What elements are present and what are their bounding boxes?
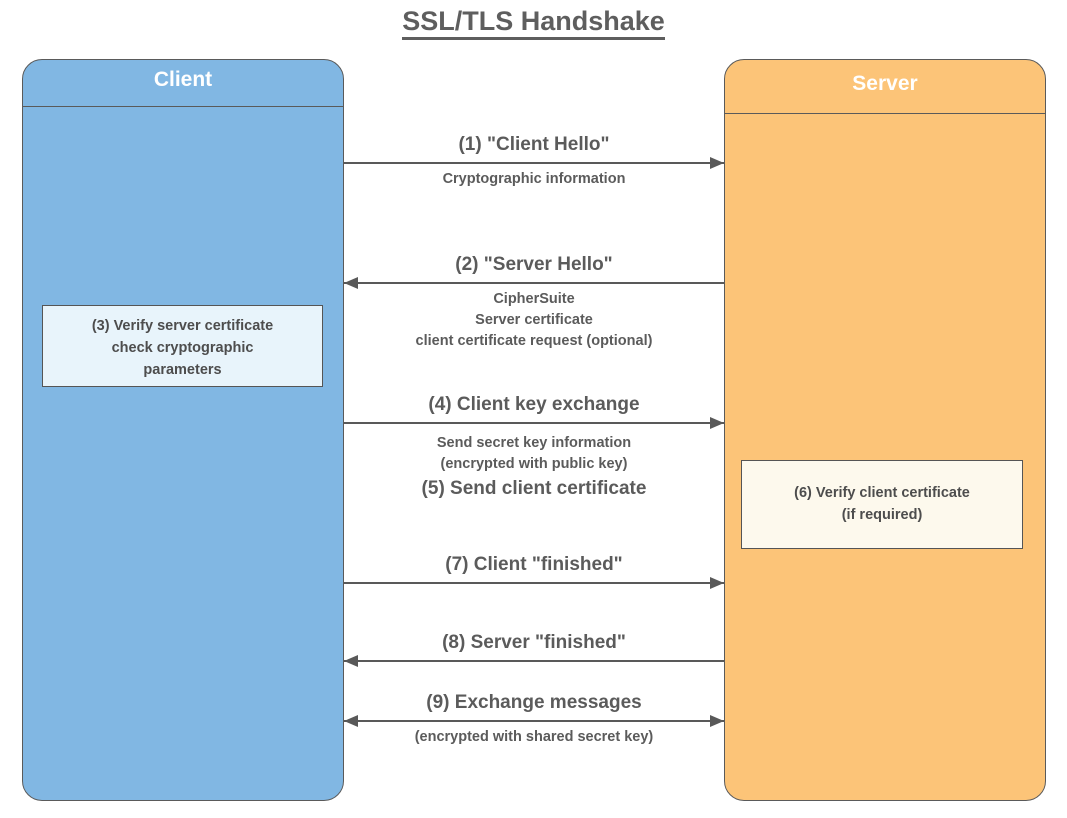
arrow-right bbox=[344, 156, 724, 169]
arrow-shaft bbox=[344, 281, 724, 284]
message-label-send-client-certificate: (5) Send client certificate bbox=[421, 477, 647, 499]
lifeline-client-label: Client bbox=[23, 60, 343, 107]
message-label-above: (4) Client key exchange bbox=[428, 394, 640, 415]
message-label-above: (7) Client "finished" bbox=[445, 554, 623, 575]
page-title-text: SSL/TLS Handshake bbox=[402, 6, 665, 40]
arrowhead-left-icon bbox=[344, 654, 358, 667]
lifeline-server-label: Server bbox=[725, 60, 1045, 114]
message-exchange-messages[interactable]: (9) Exchange messages (encrypted with sh… bbox=[344, 691, 724, 748]
arrowhead-right-icon bbox=[710, 714, 724, 727]
arrowhead-right-icon bbox=[710, 416, 724, 429]
message-label-above: (9) Exchange messages bbox=[426, 692, 642, 713]
message-client-hello[interactable]: (1) "Client Hello" Cryptographic informa… bbox=[344, 133, 724, 190]
arrowhead-left-icon bbox=[344, 714, 358, 727]
message-server-hello[interactable]: (2) "Server Hello" CipherSuite Server ce… bbox=[344, 253, 724, 352]
message-label-above: (1) "Client Hello" bbox=[458, 134, 610, 155]
message-client-finished[interactable]: (7) Client "finished" bbox=[344, 553, 724, 589]
arrow-bidirectional bbox=[344, 714, 724, 727]
arrow-left bbox=[344, 654, 724, 667]
lifeline-server[interactable]: Server bbox=[724, 59, 1046, 801]
note-line: (6) Verify client certificate bbox=[794, 484, 970, 501]
arrow-right bbox=[344, 416, 724, 429]
lifeline-client[interactable]: Client bbox=[22, 59, 344, 801]
message-server-finished[interactable]: (8) Server "finished" bbox=[344, 631, 724, 667]
arrow-shaft bbox=[344, 161, 724, 164]
arrow-right bbox=[344, 576, 724, 589]
note-line: check cryptographic bbox=[111, 339, 254, 356]
message-label-above: (2) "Server Hello" bbox=[455, 254, 613, 275]
arrow-shaft bbox=[344, 421, 724, 424]
message-label-above: (8) Server "finished" bbox=[442, 632, 626, 653]
note-verify-client-certificate[interactable]: (6) Verify client certificate (if requir… bbox=[741, 460, 1023, 549]
message-label-below: Cryptographic information bbox=[442, 170, 626, 187]
page-title: SSL/TLS Handshake bbox=[0, 6, 1067, 40]
arrowhead-left-icon bbox=[344, 276, 358, 289]
arrowhead-right-icon bbox=[710, 576, 724, 589]
arrowhead-right-icon bbox=[710, 156, 724, 169]
arrow-shaft bbox=[344, 581, 724, 584]
message-label-below: Server certificate bbox=[475, 311, 593, 328]
message-label-below: (encrypted with shared secret key) bbox=[414, 728, 654, 745]
message-label-below: Send secret key information bbox=[436, 434, 632, 451]
arrow-shaft bbox=[344, 719, 724, 722]
message-label-below: CipherSuite bbox=[493, 290, 575, 307]
message-label-below: client certificate request (optional) bbox=[415, 332, 653, 349]
note-line: (if required) bbox=[841, 506, 923, 523]
message-client-key-exchange[interactable]: (4) Client key exchange Send secret key … bbox=[344, 393, 724, 501]
message-label-below: (encrypted with public key) bbox=[440, 455, 628, 472]
arrow-shaft bbox=[344, 659, 724, 662]
note-line: (3) Verify server certificate bbox=[91, 318, 274, 334]
note-verify-server-certificate[interactable]: (3) Verify server certificate check cryp… bbox=[42, 305, 323, 387]
note-line: parameters bbox=[143, 361, 222, 378]
arrow-left bbox=[344, 276, 724, 289]
